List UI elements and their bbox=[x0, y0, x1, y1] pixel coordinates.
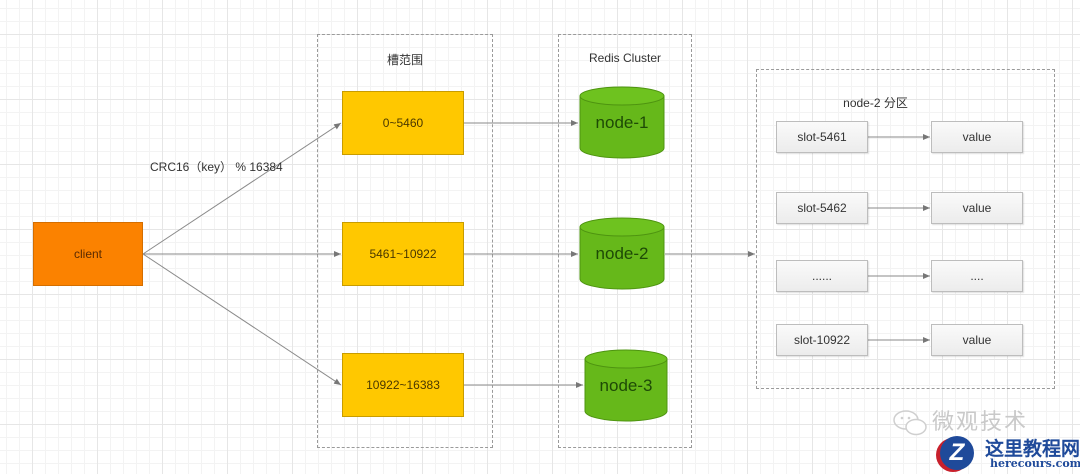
slot-range-group: 槽范围 bbox=[317, 34, 493, 448]
slot-range-label: 5461~10922 bbox=[369, 247, 437, 261]
slot-range-box[interactable]: 0~5460 bbox=[342, 91, 464, 155]
value-label: value bbox=[962, 333, 992, 347]
slot-range-label: 10922~16383 bbox=[366, 378, 440, 392]
slot-label: ...... bbox=[811, 269, 832, 283]
slot-box[interactable]: ...... bbox=[776, 260, 868, 292]
hash-function-label: CRC16（key） % 16384 bbox=[150, 160, 283, 174]
slot-label: slot-10922 bbox=[793, 333, 851, 347]
value-box[interactable]: value bbox=[931, 192, 1023, 224]
slot-box[interactable]: slot-10922 bbox=[776, 324, 868, 356]
arrow-client-to-range-3 bbox=[142, 253, 342, 386]
node-label: node-2 bbox=[595, 244, 649, 263]
client-box[interactable]: client bbox=[33, 222, 143, 286]
database-cylinder-icon bbox=[584, 349, 668, 422]
slot-range-group-title: 槽范围 bbox=[386, 53, 423, 67]
value-box[interactable]: .... bbox=[931, 260, 1023, 292]
node-cylinder[interactable]: node-3 bbox=[583, 349, 669, 423]
value-label: value bbox=[962, 130, 992, 144]
node-label: node-1 bbox=[595, 113, 649, 132]
value-label: .... bbox=[970, 269, 984, 283]
database-cylinder-icon bbox=[579, 86, 665, 159]
slot-range-box[interactable]: 5461~10922 bbox=[342, 222, 464, 286]
slot-label: slot-5462 bbox=[797, 201, 847, 215]
node-2-partition-group-title: node-2 分区 bbox=[843, 96, 908, 110]
slot-label: slot-5461 bbox=[797, 130, 847, 144]
node-2-partition-group: node-2 分区 bbox=[756, 69, 1055, 389]
wechat-account-watermark: 微观技术 bbox=[932, 409, 1029, 434]
slot-range-box[interactable]: 10922~16383 bbox=[342, 353, 464, 417]
node-cylinder[interactable]: node-2 bbox=[578, 217, 666, 291]
site-name-en: herecours.com bbox=[990, 457, 1080, 470]
wechat-icon bbox=[893, 410, 927, 436]
database-cylinder-icon bbox=[579, 217, 665, 290]
node-label: node-3 bbox=[599, 376, 653, 395]
slot-box[interactable]: slot-5462 bbox=[776, 192, 868, 224]
slot-range-label: 0~5460 bbox=[382, 116, 424, 130]
site-logo-icon: Z bbox=[940, 436, 974, 470]
value-box[interactable]: value bbox=[931, 121, 1023, 153]
node-cylinder[interactable]: node-1 bbox=[578, 86, 666, 160]
redis-cluster-group: Redis Cluster bbox=[558, 34, 692, 448]
arrow-client-to-range-1 bbox=[142, 122, 342, 255]
slot-box[interactable]: slot-5461 bbox=[776, 121, 868, 153]
client-label: client bbox=[73, 247, 102, 261]
value-box[interactable]: value bbox=[931, 324, 1023, 356]
value-label: value bbox=[962, 201, 992, 215]
redis-cluster-group-title: Redis Cluster bbox=[588, 51, 662, 65]
site-name-cn: 这里教程网 bbox=[985, 438, 1080, 460]
